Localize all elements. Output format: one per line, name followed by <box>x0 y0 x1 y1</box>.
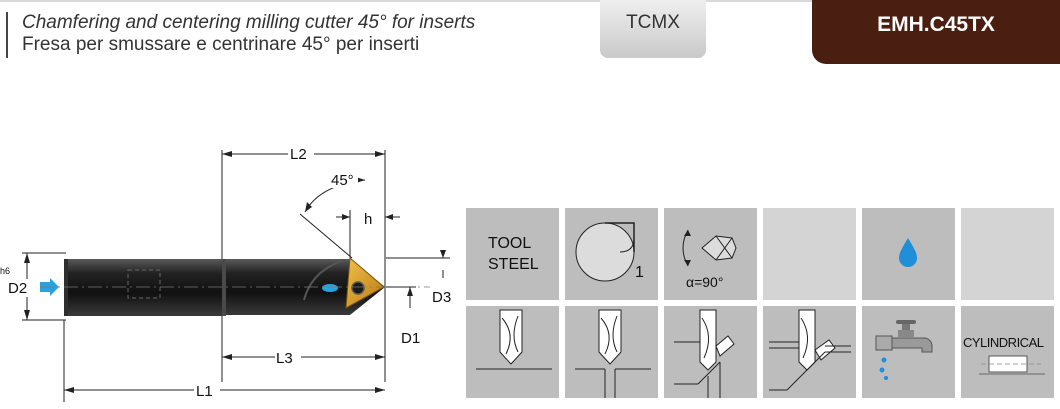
milling-operation-icon <box>476 309 552 370</box>
cylindrical-shank-icon <box>979 355 1045 375</box>
insert-icon <box>345 256 385 309</box>
title-accent-bar <box>6 12 8 58</box>
corner-number: 1 <box>635 264 644 281</box>
title-italian: Fresa per smussare e centrinare 45° per … <box>22 34 420 55</box>
label-l2: L2 <box>290 146 307 163</box>
label-d1: D1 <box>401 330 420 347</box>
label-tolerance: h6 <box>0 266 10 276</box>
coolant-drop-icon <box>899 238 917 267</box>
cell-op-chamfer-hole <box>664 306 757 398</box>
cell-point-angle: α=90° <box>664 208 757 300</box>
cell-op-milling <box>466 306 559 398</box>
label-l3: L3 <box>276 350 293 367</box>
cell-op-centering <box>565 306 658 398</box>
insert-type-badge: TCMX <box>600 0 706 58</box>
cell-corner: 1 <box>565 208 658 300</box>
corner-radius-icon <box>575 222 635 282</box>
cell-shank: CYLINDRICAL <box>961 306 1054 398</box>
water-tap-icon <box>875 320 933 380</box>
centering-operation-icon <box>575 309 651 398</box>
cell-empty-1 <box>763 208 856 300</box>
top-rule <box>0 0 1060 2</box>
shank-label: CYLINDRICAL <box>963 335 1044 350</box>
label-l1: L1 <box>196 383 213 400</box>
product-code-badge: EMH.C45TX <box>812 0 1060 64</box>
cutter-technical-drawing: L2 45° h h6 D2 D3 D1 L3 <box>0 144 451 402</box>
chamfer-edge-operation-icon <box>769 309 851 391</box>
cell-op-chamfer-edge <box>763 306 856 398</box>
label-h: h <box>364 211 372 228</box>
label-d3: D3 <box>432 289 451 306</box>
cell-empty-2 <box>961 208 1054 300</box>
cell-material: TOOL STEEL <box>466 208 559 300</box>
title-english: Chamfering and centering milling cutter … <box>22 12 476 33</box>
point-angle-label: α=90° <box>686 274 724 290</box>
cell-coolant-tap <box>862 306 955 398</box>
label-angle: 45° <box>331 172 354 189</box>
cell-coolant <box>862 208 955 300</box>
chamfer-hole-operation-icon <box>674 309 735 398</box>
material-label: TOOL STEEL <box>488 235 539 273</box>
label-d2: D2 <box>8 280 27 297</box>
point-angle-icon <box>682 229 737 267</box>
